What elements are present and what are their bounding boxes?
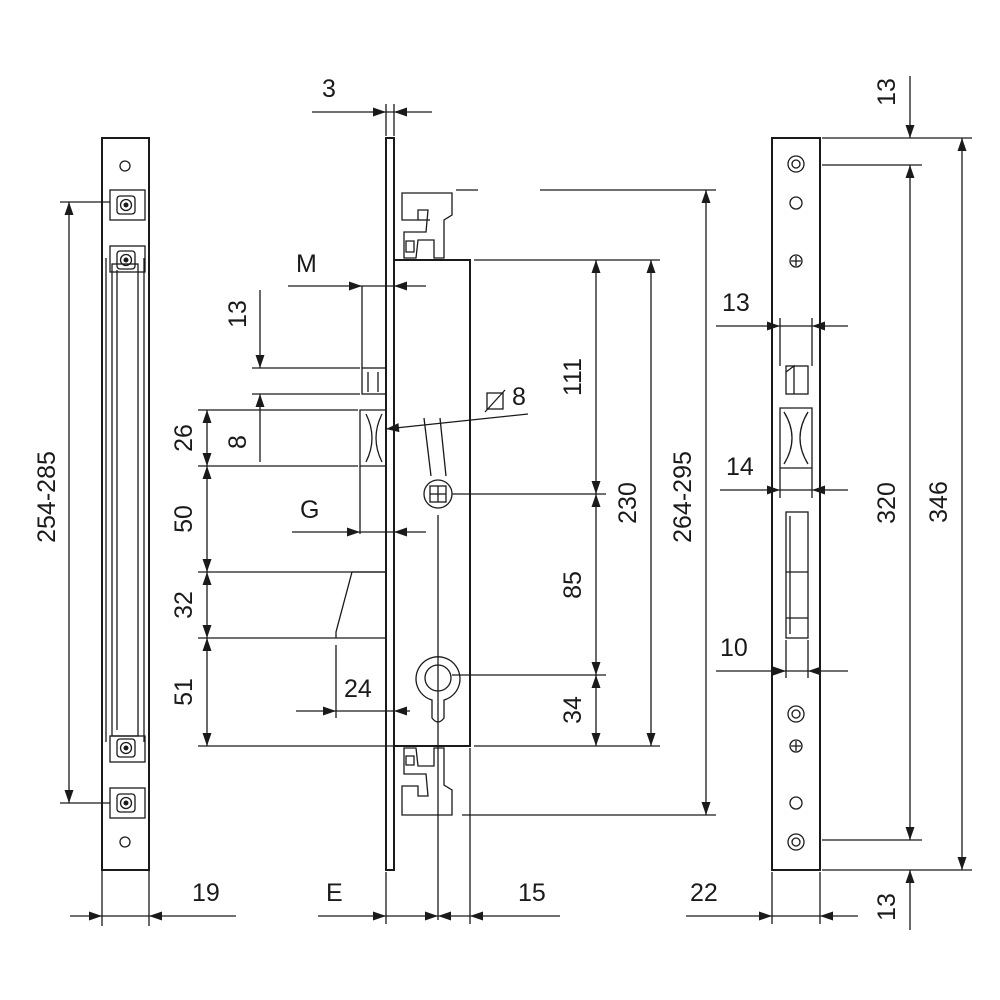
dim-label: 51 (170, 678, 198, 706)
screw-hole-icon (789, 796, 803, 810)
dim-label: 10 (720, 634, 748, 662)
phillips-screw-icon (789, 254, 803, 268)
left-plate (101, 137, 150, 871)
dim-g: G (292, 466, 426, 537)
dim-label: 346 (925, 481, 953, 523)
dim-label: M (296, 250, 317, 278)
dim-label: 22 (690, 879, 718, 907)
strike-plate (771, 137, 821, 871)
dim-label: 14 (726, 453, 754, 481)
dim-label: 19 (192, 879, 220, 907)
dim-strike-vertical: 13 320 13 346 (822, 76, 972, 930)
dim-faceplate-thickness: 3 (312, 75, 432, 136)
dim-e-15: E 15 (318, 748, 560, 924)
phillips-screw-icon (789, 739, 803, 753)
dim-label: G (300, 496, 319, 524)
square-symbol-icon (486, 392, 504, 410)
dim-label: 15 (518, 879, 546, 907)
dim-strike-14: 14 (720, 453, 848, 498)
dim-latch: 13 8 (224, 290, 360, 462)
dim-label: 254-285 (33, 451, 61, 543)
dim-label: 13 (722, 289, 750, 317)
bolt-icon (116, 250, 136, 270)
dim-label: 13 (873, 893, 901, 921)
countersunk-hole-icon (787, 833, 805, 851)
dim-label: 111 (559, 358, 587, 396)
dim-label: 13 (224, 300, 252, 328)
lock-body (335, 137, 471, 920)
bolt-icon (116, 793, 136, 813)
dim-label: 24 (344, 675, 372, 703)
dim-right-chain: 111 85 34 230 264-295 (452, 189, 716, 816)
dim-label: 320 (873, 482, 901, 524)
dim-label: 50 (170, 505, 198, 533)
dim-label: 32 (170, 591, 198, 619)
dim-label: 8 (512, 383, 526, 411)
dim-m: M (288, 250, 426, 368)
dim-label: 8 (224, 435, 252, 449)
countersunk-hole-icon (787, 705, 805, 723)
screw-hole-icon (119, 836, 131, 848)
dim-left-chain: 26 50 32 51 (170, 409, 394, 747)
dim-label: 26 (170, 424, 198, 452)
dim-left-width: 19 (70, 870, 236, 926)
dim-strike-10: 10 (716, 634, 848, 678)
dim-24: 24 (296, 645, 410, 718)
bolt-icon (116, 195, 136, 215)
dim-label: 264-295 (669, 451, 697, 543)
dim-label: E (326, 879, 343, 907)
dim-label: 230 (614, 482, 642, 524)
dim-strike-22: 22 (686, 872, 858, 924)
dim-label: 85 (559, 571, 587, 599)
dim-square-spindle: 8 (385, 383, 529, 434)
countersunk-hole-icon (787, 155, 805, 173)
dim-strike-13: 13 (716, 289, 848, 366)
dim-label: 3 (322, 75, 336, 103)
dim-left-length: 254-285 (33, 201, 110, 804)
screw-hole-icon (789, 196, 803, 210)
dim-label: 13 (873, 78, 901, 106)
bolt-icon (116, 738, 136, 758)
dim-label: 34 (559, 696, 587, 724)
screw-hole-icon (119, 160, 131, 172)
